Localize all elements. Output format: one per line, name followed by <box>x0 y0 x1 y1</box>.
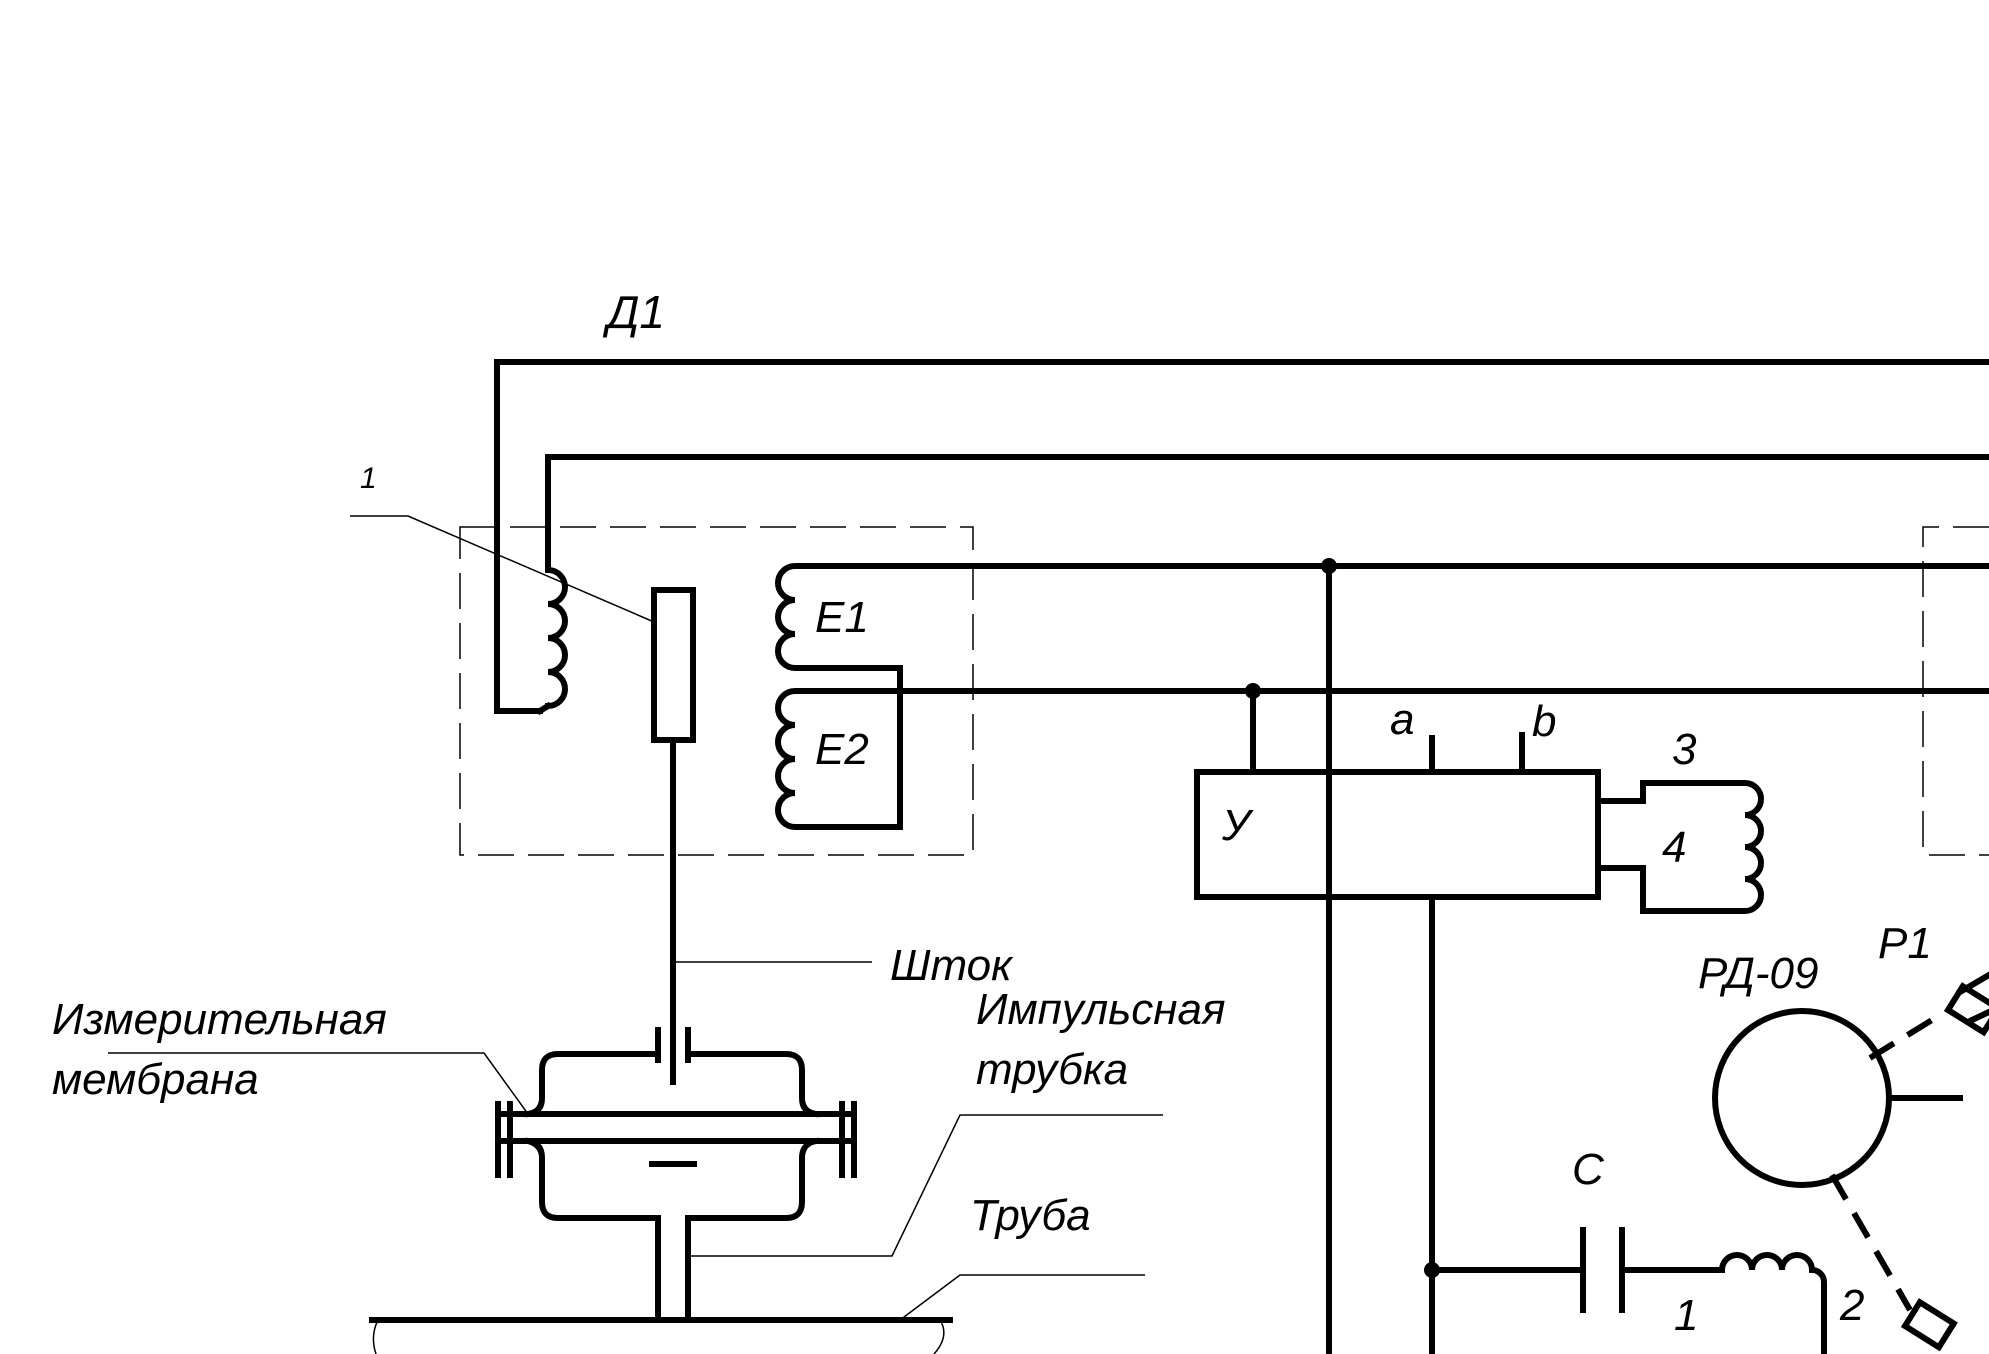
label-u: У <box>1221 801 1254 850</box>
lower-chamber-left <box>524 1137 661 1221</box>
label-p1: P1 <box>1878 919 1932 968</box>
leader-truba <box>899 1274 1145 1321</box>
amplifier-box <box>1194 769 1601 900</box>
d1-outer-wire <box>494 359 1989 714</box>
label-3: 3 <box>1672 725 1697 774</box>
label-impulse-2: трубка <box>976 1045 1128 1094</box>
plunger-core <box>651 587 696 743</box>
lower-chamber-right <box>685 1137 820 1221</box>
pipe-outline <box>372 1319 945 1354</box>
label-membrane-2: мембрана <box>52 1055 259 1104</box>
label-e1: E1 <box>815 593 869 642</box>
d1-coil <box>544 566 568 710</box>
label-shtok: Шток <box>890 941 1014 990</box>
label-truba: Труба <box>970 1191 1091 1240</box>
p1-lead-lower <box>1968 1008 1989 1024</box>
label-a: a <box>1390 695 1414 744</box>
label-rd09: РД-09 <box>1698 949 1818 998</box>
d1-inner-wire <box>545 454 1989 573</box>
p1-contact <box>1943 982 1989 1037</box>
label-1-coil: 1 <box>1674 1291 1698 1340</box>
label-2-coil: 2 <box>1839 1281 1864 1330</box>
e1-coil <box>775 563 1989 694</box>
label-c: C <box>1572 1145 1605 1194</box>
p1-lead <box>1955 971 1989 997</box>
label-4: 4 <box>1662 823 1686 872</box>
leader-impulse <box>688 1114 1163 1257</box>
label-callout-1: 1 <box>360 462 377 495</box>
motor-rd09 <box>1712 1008 1892 1188</box>
label-e2: E2 <box>815 725 869 774</box>
upper-chamber-right <box>685 1051 820 1118</box>
e2-coil <box>775 688 1989 830</box>
upper-chamber-left <box>524 1051 661 1118</box>
leader-1 <box>350 515 655 623</box>
leader-membrane <box>108 1052 529 1115</box>
p2-contact <box>1900 1298 1958 1352</box>
label-impulse-1: Импульсная <box>976 985 1226 1034</box>
p2-dashed-link <box>1829 1173 1913 1312</box>
label-d1: Д1 <box>602 286 665 338</box>
coil-3-4 <box>1595 780 1764 914</box>
p1-dashed-link <box>1868 1017 1934 1061</box>
label-membrane-1: Измерительная <box>52 995 387 1044</box>
inductor-1-2 <box>1619 1252 1827 1354</box>
d1-coil-return <box>535 701 553 716</box>
label-b: b <box>1532 697 1556 746</box>
